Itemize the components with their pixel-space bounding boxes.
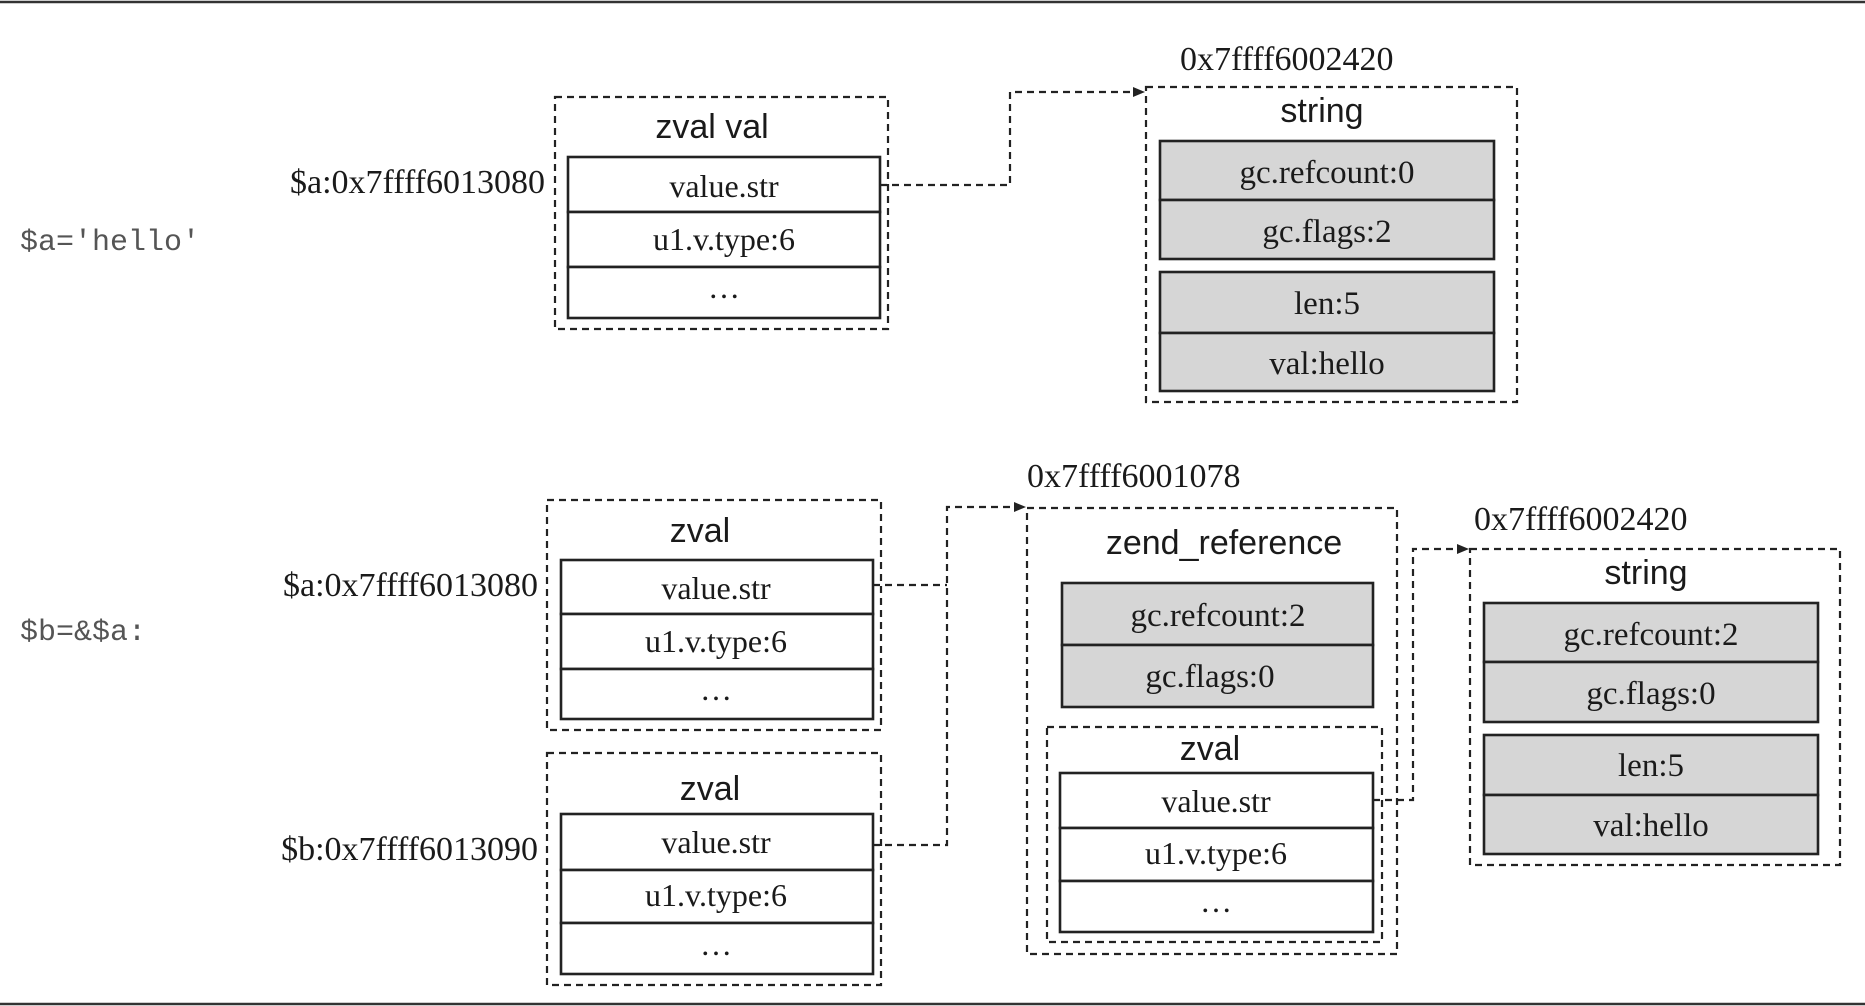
reference-title: zend_reference <box>1106 524 1342 562</box>
bottom-zval-a-title: zval <box>670 512 730 550</box>
reference-inner-zval-row-more: … <box>1200 883 1232 919</box>
zval-b-to-reference-arrow <box>873 502 1026 847</box>
reference-inner-zval-row-type: u1.v.type:6 <box>1145 835 1287 871</box>
bottom-string-gc-flags: gc.flags:0 <box>1586 676 1715 712</box>
top-string-val: val:hello <box>1269 346 1384 382</box>
bottom-zval-b-title: zval <box>680 770 740 808</box>
top-string-box: string gc.refcount:0 gc.flags:2 len:5 va… <box>1144 85 1519 404</box>
reference-inner-zval-row-value: value.str <box>1161 783 1271 819</box>
top-string-gc-refcount: gc.refcount:0 <box>1239 155 1414 191</box>
bottom-string-len: len:5 <box>1618 748 1684 784</box>
bottom-zval-a-row-type: u1.v.type:6 <box>645 623 787 659</box>
bottom-zval-b-row-value: value.str <box>661 824 771 860</box>
bottom-string-box: string gc.refcount:2 gc.flags:0 len:5 va… <box>1468 547 1842 867</box>
reference-address: 0x7ffff6001078 <box>1027 458 1240 495</box>
bottom-code-label: $b=&$a: <box>20 616 146 650</box>
bottom-zval-a-box: zval value.str u1.v.type:6 … <box>545 498 883 732</box>
reference-inner-zval-box: zval value.str u1.v.type:6 … <box>1045 725 1384 944</box>
bottom-zval-b-box: zval value.str u1.v.type:6 … <box>545 751 883 987</box>
bottom-string-gc-refcount: gc.refcount:2 <box>1563 617 1738 653</box>
top-a-address-label: $a:0x7ffff6013080 <box>290 164 545 201</box>
zend-reference-box: zend_reference gc.refcount:2 gc.flags:0 … <box>1025 506 1399 956</box>
bottom-string-address: 0x7ffff6002420 <box>1474 501 1687 538</box>
bottom-zval-b-row-more: … <box>700 926 732 962</box>
top-zval-row-value: value.str <box>669 168 779 204</box>
top-zval-row-more: … <box>708 269 740 305</box>
top-code-label: $a='hello' <box>20 226 200 260</box>
reference-inner-zval-title: zval <box>1180 730 1240 768</box>
top-zval-box: zval val value.str u1.v.type:6 … <box>553 95 890 331</box>
bottom-zval-a-row-value: value.str <box>661 570 771 606</box>
bottom-b-address-label: $b:0x7ffff6013090 <box>281 831 538 868</box>
top-string-len: len:5 <box>1294 286 1360 322</box>
top-string-gc-flags: gc.flags:2 <box>1262 214 1391 250</box>
top-zval-title: zval val <box>655 108 768 146</box>
top-string-title: string <box>1280 92 1363 130</box>
reference-zval-to-string-arrow <box>1373 544 1469 802</box>
reference-gc-refcount: gc.refcount:2 <box>1130 598 1305 634</box>
top-value-to-string-arrow <box>880 87 1145 187</box>
reference-gc-flags: gc.flags:0 <box>1145 659 1274 695</box>
bottom-string-title: string <box>1604 554 1687 592</box>
bottom-zval-a-row-more: … <box>700 671 732 707</box>
bottom-a-address-label: $a:0x7ffff6013080 <box>283 567 538 604</box>
bottom-zval-b-row-type: u1.v.type:6 <box>645 877 787 913</box>
top-string-address: 0x7ffff6002420 <box>1180 41 1393 78</box>
top-zval-row-type: u1.v.type:6 <box>653 221 795 257</box>
bottom-string-val: val:hello <box>1593 808 1708 844</box>
